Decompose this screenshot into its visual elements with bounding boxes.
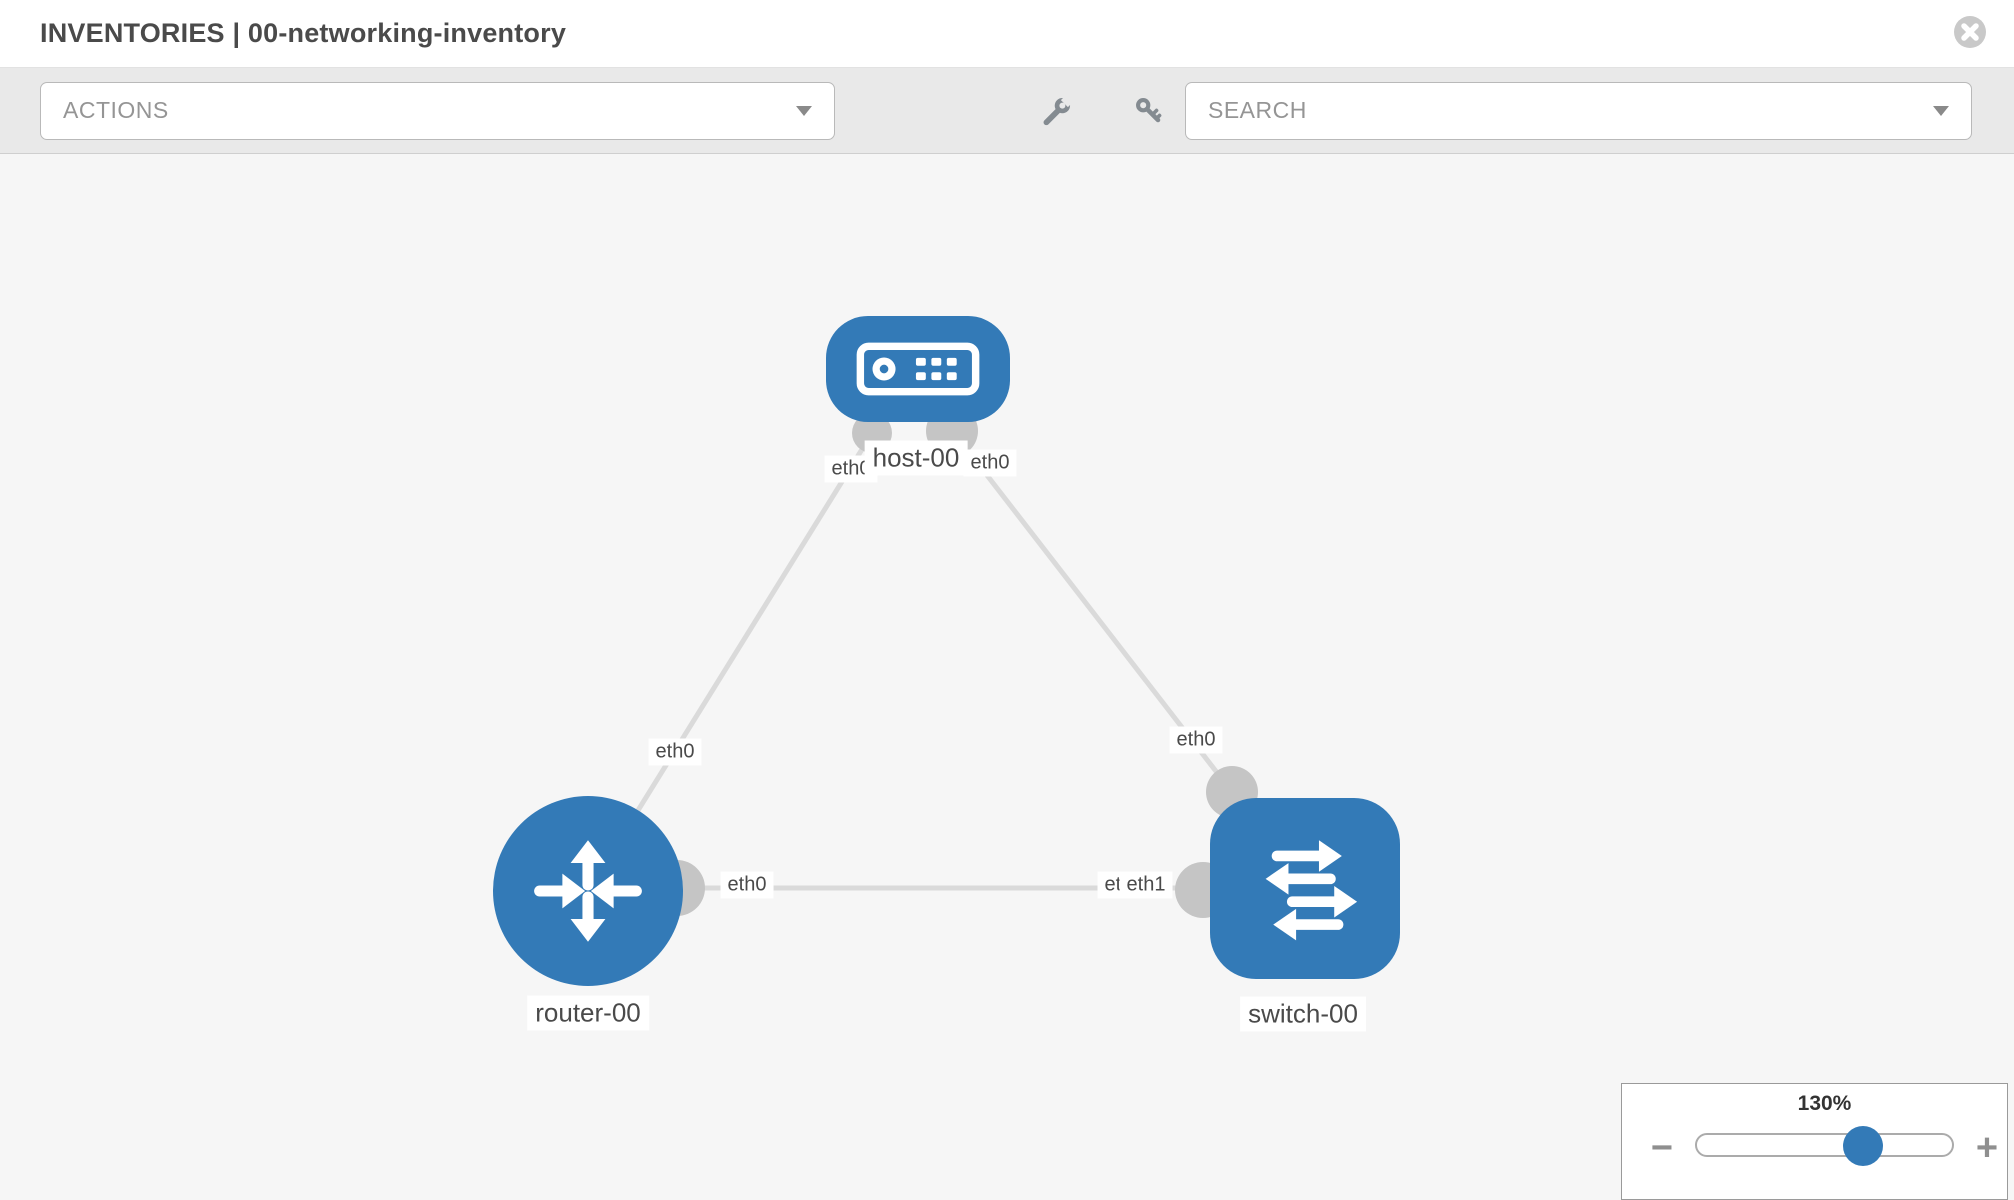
interface-label: eth0 — [963, 449, 1017, 477]
close-icon — [1952, 14, 1988, 53]
chevron-down-icon — [796, 105, 812, 116]
links-layer — [585, 405, 1258, 918]
toolbar: ACTIONS SEARCH — [0, 68, 2014, 154]
router-icon — [530, 833, 646, 949]
zoom-panel: 130% − + — [1621, 1083, 2008, 1200]
key-icon[interactable] — [1132, 94, 1166, 128]
header: INVENTORIES | 00-networking-inventory — [0, 0, 2014, 68]
toolbar-tools — [1040, 68, 1166, 154]
zoom-level: 130% — [1797, 1092, 1852, 1115]
zoom-slider-track[interactable] — [1695, 1126, 1954, 1166]
close-button[interactable] — [1952, 16, 1988, 52]
chevron-down-icon — [1933, 105, 1949, 116]
interface-label: eth0 — [1169, 726, 1223, 754]
wrench-icon[interactable] — [1040, 93, 1074, 128]
interface-label: eth0 — [648, 738, 702, 766]
actions-dropdown[interactable]: ACTIONS — [40, 81, 835, 140]
search-dropdown-label: SEARCH — [1208, 97, 1307, 123]
switch-icon — [1244, 828, 1366, 950]
node-host[interactable] — [826, 316, 1010, 422]
host-icon — [852, 334, 984, 404]
zoom-in-button[interactable]: + — [1965, 1124, 2009, 1172]
node-label-router: router-00 — [527, 995, 649, 1031]
page-title: INVENTORIES | 00-networking-inventory — [40, 18, 567, 48]
interface-label: eth0 — [720, 871, 774, 899]
topology-canvas[interactable]: eth0 eth0 eth0 eth0 eth0 eth0 eth1 host-… — [0, 154, 2014, 1200]
node-label-host: host-00 — [864, 440, 968, 476]
zoom-out-button[interactable]: − — [1640, 1124, 1684, 1172]
node-label-switch: switch-00 — [1240, 996, 1366, 1032]
zoom-slider-thumb[interactable] — [1842, 1126, 1883, 1166]
interface-label: eth1 — [1119, 871, 1173, 899]
node-switch[interactable] — [1210, 798, 1400, 979]
node-router[interactable] — [493, 796, 683, 986]
actions-dropdown-label: ACTIONS — [63, 97, 169, 123]
search-dropdown[interactable]: SEARCH — [1185, 81, 1972, 140]
